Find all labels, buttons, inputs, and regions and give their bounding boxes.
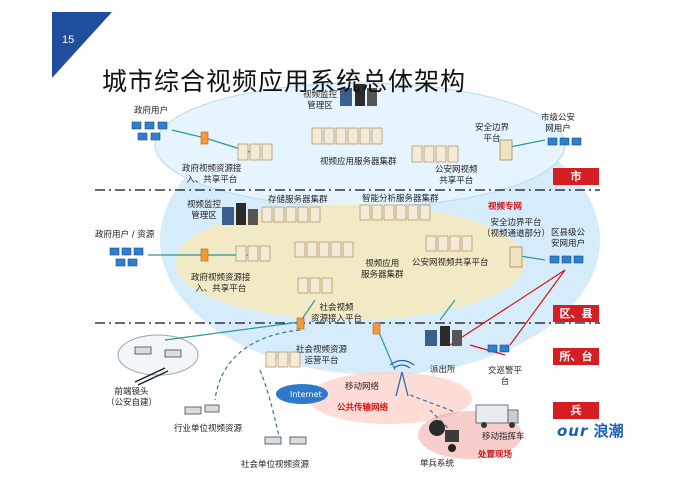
single-soldier-figure bbox=[429, 420, 459, 452]
camera-cloud bbox=[117, 334, 199, 376]
brand-logo: our 浪潮 bbox=[557, 420, 624, 441]
brand-name: 浪潮 bbox=[593, 422, 624, 440]
label-single-soldier: 单兵系统 bbox=[420, 459, 455, 469]
label-social-ops: 社会视频资源 运营平台 bbox=[296, 345, 348, 366]
label-video-private-net: 视频专网 bbox=[488, 202, 523, 212]
label-gov-share-platform: 政府视频资源接 入、共享平台 bbox=[182, 164, 242, 185]
label-dist-app-cluster: 视频应用 服务器集群 bbox=[361, 259, 404, 280]
monitor-racks bbox=[222, 84, 462, 346]
label-social-access: 社会视频 资源接入平台 bbox=[311, 303, 363, 324]
district-cloud bbox=[175, 204, 525, 320]
tier-district: 区、县 bbox=[553, 305, 599, 322]
label-internet: Internet bbox=[290, 390, 322, 399]
server-cluster-district bbox=[235, 204, 473, 368]
label-front-camera: 前端镜头 （公安自建） bbox=[106, 387, 158, 408]
label-public-net: 公共传输网络 bbox=[337, 403, 389, 413]
user-workstations bbox=[109, 121, 584, 353]
command-vehicle bbox=[475, 404, 519, 428]
label-industry-res: 行业单位视频资源 bbox=[174, 424, 243, 434]
label-county-ps-user: 区县级公 安网用户 bbox=[551, 228, 586, 249]
label-storage-cluster: 存储服务器集群 bbox=[268, 195, 328, 205]
label-gov-user: 政府用户 bbox=[134, 106, 169, 116]
security-border-servers bbox=[499, 139, 523, 268]
label-command-vehicle: 移动指挥车 bbox=[482, 432, 525, 442]
tier-station: 所、台 bbox=[553, 348, 599, 365]
label-police-station: 派出所 bbox=[430, 365, 456, 375]
tier-city: 市 bbox=[553, 168, 599, 185]
firewalls bbox=[200, 131, 381, 335]
cameras bbox=[134, 346, 307, 445]
antenna-tower bbox=[389, 359, 415, 397]
internet-cloud bbox=[276, 384, 328, 404]
label-dist-ps-share: 公安网视频共享平台 bbox=[412, 258, 489, 268]
label-ps-share-platform: 公安网视频 共享平台 bbox=[435, 165, 478, 186]
label-city-ps-user: 市级公安 网用户 bbox=[541, 113, 576, 134]
tier-soldier: 兵 bbox=[553, 402, 599, 419]
connection-lines bbox=[148, 129, 546, 371]
label-dist-monitor: 视频监控 管理区 bbox=[187, 200, 222, 221]
label-patrol-platform: 交巡警平 台 bbox=[488, 366, 523, 387]
label-city-security-border: 安全边界 平台 bbox=[475, 123, 510, 144]
camera-bar bbox=[134, 367, 169, 386]
label-city-app-cluster: 视频应用服务器集群 bbox=[320, 157, 397, 167]
label-social-res: 社会单位视频资源 bbox=[241, 460, 310, 470]
label-mobile-net: 移动网络 bbox=[345, 382, 380, 392]
label-analysis-cluster: 智能分析服务器集群 bbox=[362, 194, 439, 204]
label-city-monitor: 视频监控 管理区 bbox=[303, 90, 338, 111]
label-gov-user-res: 政府用户 / 资源 bbox=[95, 230, 155, 240]
label-dist-border: 安全边界平台 （视频通道部分） bbox=[482, 218, 551, 239]
page-number: 15 bbox=[62, 34, 75, 46]
brand-logo-text: our bbox=[557, 422, 589, 440]
dashed-links bbox=[214, 329, 456, 441]
red-links bbox=[449, 269, 566, 356]
page-title: 城市综合视频应用系统总体架构 bbox=[102, 67, 467, 96]
label-scene: 处置现场 bbox=[478, 450, 513, 460]
corner-triangle bbox=[52, 12, 112, 78]
server-cluster-city bbox=[237, 127, 459, 163]
label-dist-gov-share: 政府视频资源接 入、共享平台 bbox=[191, 273, 251, 294]
